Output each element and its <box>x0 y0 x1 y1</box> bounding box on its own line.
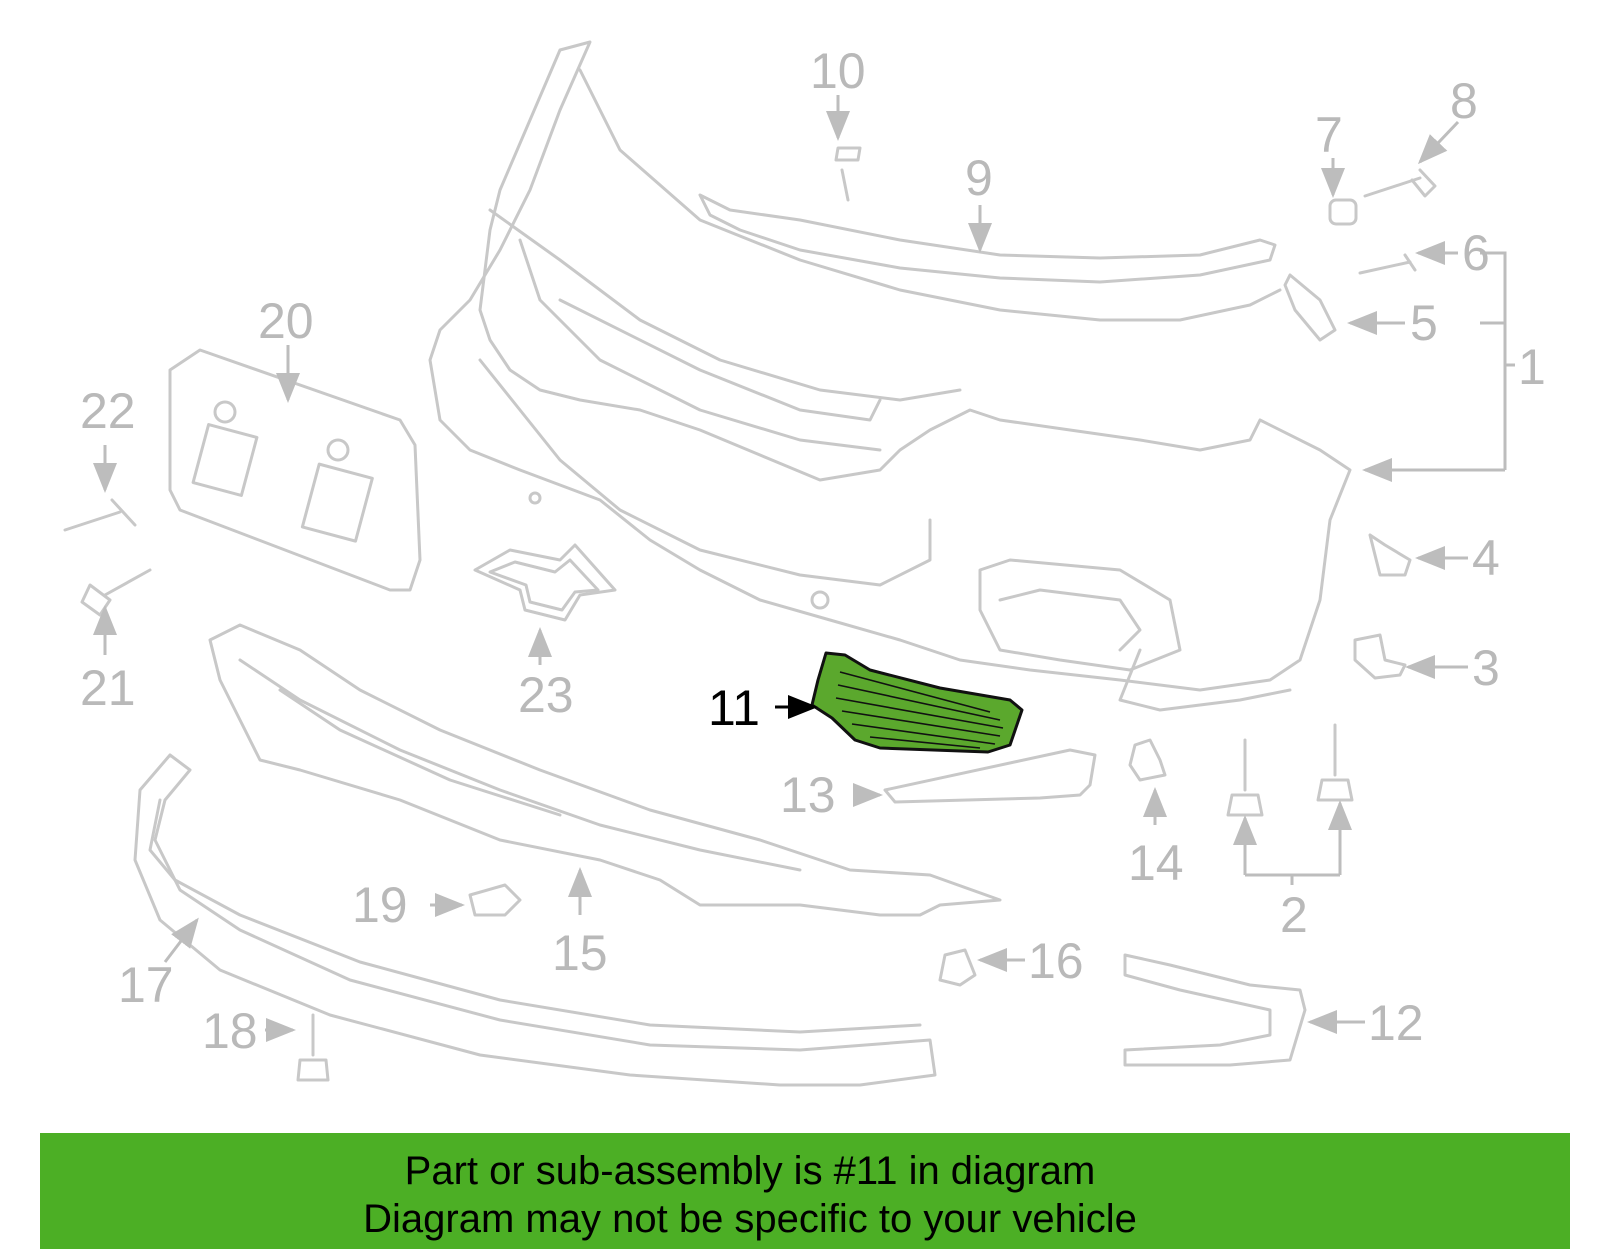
callout-15: 15 <box>552 925 608 981</box>
callout-23: 23 <box>518 667 574 723</box>
part-15-lower-support <box>208 623 1002 917</box>
callout-20: 20 <box>258 293 314 349</box>
callout-18: 18 <box>202 1003 258 1059</box>
callout-1: 1 <box>1518 339 1546 395</box>
callout-8: 8 <box>1450 73 1478 129</box>
part-12-molding <box>1123 953 1307 1067</box>
part-11-highlighted <box>810 651 1024 754</box>
callout-13: 13 <box>780 767 836 823</box>
part-20-license-bracket <box>168 348 422 592</box>
callout-12: 12 <box>1368 995 1424 1051</box>
callout-2: 2 <box>1280 887 1308 943</box>
callout-5: 5 <box>1410 295 1438 351</box>
bumper-fascia <box>428 40 1352 712</box>
small-fasteners <box>63 146 1437 1082</box>
callout-9: 9 <box>965 150 993 206</box>
callout-21: 21 <box>80 660 136 716</box>
part-23-emblem <box>473 543 617 622</box>
leader-lines <box>93 95 1515 1042</box>
callout-11: 11 <box>708 680 760 736</box>
callout-labels: 10 9 7 8 6 5 1 4 3 2 14 12 16 13 15 19 1… <box>80 43 1546 1059</box>
part-9-upper-support <box>698 193 1277 284</box>
parts-diagram: 10 9 7 8 6 5 1 4 3 2 14 12 16 13 15 19 1… <box>63 40 1546 1087</box>
callout-19: 19 <box>352 877 408 933</box>
callout-10: 10 <box>810 43 866 99</box>
banner-line-1: Part or sub-assembly is #11 in diagram <box>404 1149 1096 1193</box>
callout-3: 3 <box>1472 640 1500 696</box>
part-13-trim <box>883 748 1097 804</box>
banner-line-2: Diagram may not be specific to your vehi… <box>363 1197 1137 1241</box>
callout-17: 17 <box>118 957 174 1013</box>
callout-22: 22 <box>80 383 136 439</box>
info-banner: Part or sub-assembly is #11 in diagram D… <box>40 1133 1570 1249</box>
callout-14: 14 <box>1128 835 1184 891</box>
callout-7: 7 <box>1315 107 1343 163</box>
callout-6: 6 <box>1462 225 1490 281</box>
callout-16: 16 <box>1028 933 1084 989</box>
part-17-air-deflector <box>133 753 937 1087</box>
callout-4: 4 <box>1472 530 1500 586</box>
